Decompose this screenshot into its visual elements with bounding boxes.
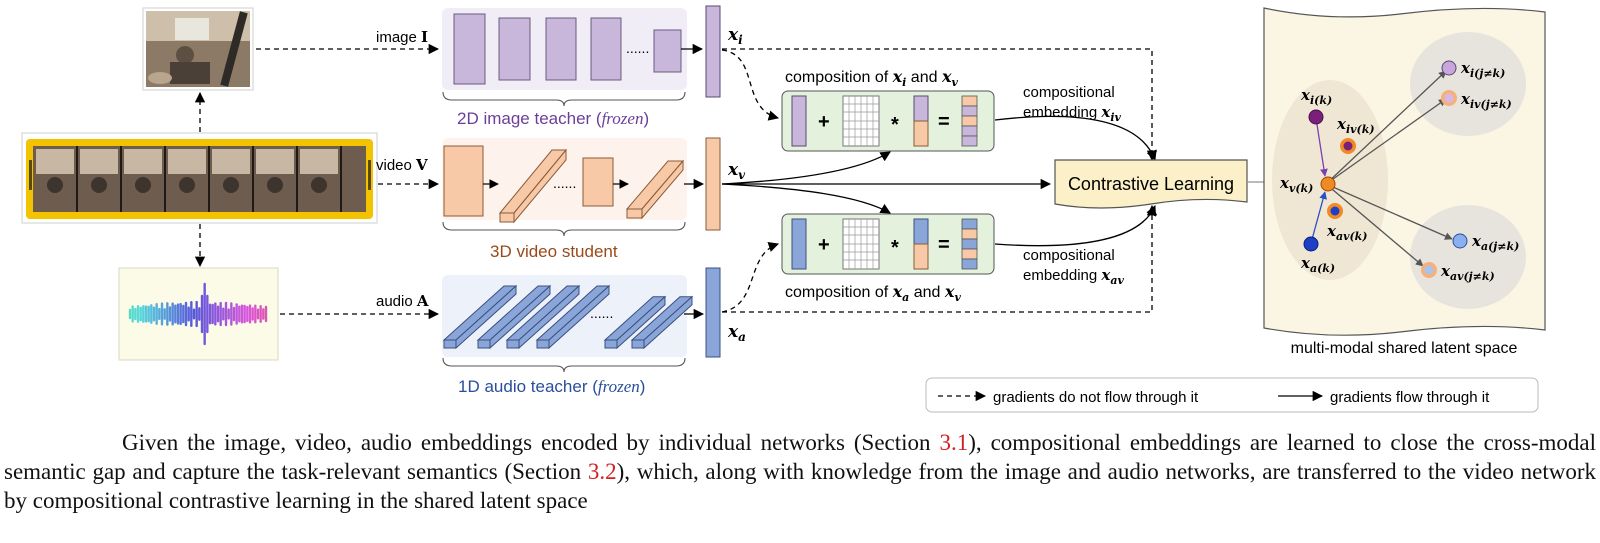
audio-teacher-brace [442,357,686,373]
compositional-bottom-line2: embedding xav [1023,266,1124,287]
audio-teacher-ellipsis: ...... [590,305,613,321]
latent-arrows [1310,70,1453,267]
video-student-network: ...... [442,138,687,224]
composition-top-plus: + [818,111,830,133]
composition-top-matrix [842,95,880,147]
video-input-label: video V [376,156,428,174]
composition-bottom-to-contrastive-arrow [994,205,1156,247]
image-input-thumbnail [142,7,254,91]
latent-label-xiv-jk: xiv(j≠k) [1460,90,1512,111]
image-teacher-network: ...... [442,8,687,90]
image-teacher-brace [442,91,686,107]
image-teacher-ellipsis: ...... [626,40,649,56]
composition-bottom-plus: + [818,234,830,256]
audio-teacher-network: ...... [442,275,694,357]
xi-embedding-bar [705,5,721,98]
video-input-filmstrip [21,132,378,224]
xv-label: xv [727,160,746,182]
section-ref-3-2[interactable]: 3.2 [587,459,617,484]
figure-caption: Given the image, video, audio embeddings… [4,430,1596,513]
latent-label-xa-jk: xa(j≠k) [1471,232,1519,253]
latent-space-panel [1263,7,1546,336]
image-teacher-label: 2D image teacher (frozen) [457,109,649,128]
composition-bottom-title: composition of xa and xv [785,282,961,304]
video-student-ellipsis: ...... [553,175,576,191]
latent-label-xi-jk: xi(j≠k) [1460,59,1505,80]
latent-point-xa-jk [1452,233,1468,249]
framework-diagram: image I video V audio A ...... 2D image … [21,5,1546,413]
composition-top-title: composition of xi and xv [785,67,958,89]
composition-bottom-times: * [891,237,899,259]
audio-teacher-label: 1D audio teacher (frozen) [458,377,645,396]
composition-top-times: * [891,114,899,136]
compositional-top-line2: embedding xiv [1023,103,1122,124]
video-student-brace [442,221,686,237]
composition-top-equals: = [938,111,950,133]
composition-bottom-block: + * = [781,213,995,275]
latent-point-xa-k [1303,236,1319,252]
compositional-top-line1: compositional [1023,84,1115,101]
composition-top-block: + * = [781,90,995,152]
xv-to-composition-bottom-arrow [721,183,891,214]
latent-point-xv-k [1320,176,1336,192]
audio-input-label: audio A [376,292,429,310]
xi-label: xi [727,25,743,47]
audio-input-waveform [118,267,279,361]
composition-top-to-contrastive-arrow [994,115,1157,161]
latent-label-xi-k: xi(k) [1300,86,1332,107]
latent-label-xa-k: xa(k) [1300,254,1335,275]
legend-solid-label: gradients flow through it [1330,389,1490,406]
section-ref-3-1[interactable]: 3.1 [939,430,969,455]
xa-label: xa [727,322,746,344]
xa-embedding-bar [705,267,721,358]
xi-to-contrastive-arrow [722,48,1158,162]
composition-bottom-matrix [842,218,880,270]
latent-label-xiv-k: xiv(k) [1336,115,1375,136]
xa-to-composition-arrow [721,242,779,313]
composition-bottom-equals: = [938,234,950,256]
contrastive-learning-label: Contrastive Learning [1068,174,1234,194]
latent-point-xi-k [1308,109,1324,125]
legend: gradients do not flow through it gradien… [925,377,1539,413]
xv-embedding-bar [705,137,721,231]
latent-point-xi-jk [1441,60,1457,76]
latent-label-xav-k: xav(k) [1326,222,1368,243]
latent-label-xv-k: xv(k) [1279,174,1313,195]
xi-to-composition-arrow [721,49,780,121]
latent-label-xav-jk: xav(j≠k) [1440,262,1495,283]
video-student-label: 3D video student [490,242,618,261]
image-input-label: image I [376,28,428,46]
xv-to-composition-top-arrow [721,151,891,185]
latent-space-title: multi-modal shared latent space [1291,340,1518,357]
compositional-bottom-line1: compositional [1023,247,1115,264]
contrastive-learning-box: Contrastive Learning [1054,159,1248,209]
legend-dashed-label: gradients do not flow through it [993,389,1199,406]
